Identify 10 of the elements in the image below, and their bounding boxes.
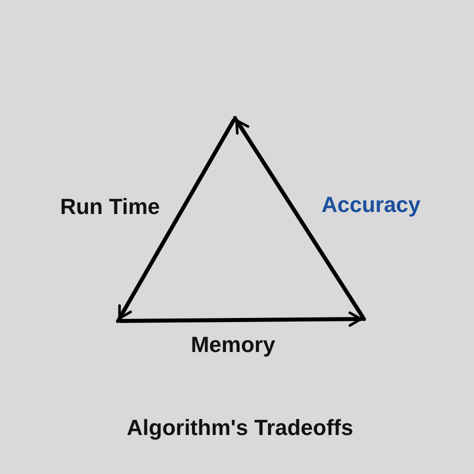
edge-label: Run Time xyxy=(60,196,160,218)
arrow xyxy=(119,311,363,327)
edge-label: Memory xyxy=(190,334,276,356)
arrow xyxy=(118,118,236,320)
vertex-point xyxy=(362,317,366,321)
arrow xyxy=(234,118,364,318)
vertex-point xyxy=(233,116,237,120)
vertex-point xyxy=(116,319,120,323)
caption: Algorithm's Tradeoffs xyxy=(126,417,354,439)
edge-label: Accuracy xyxy=(321,194,421,216)
